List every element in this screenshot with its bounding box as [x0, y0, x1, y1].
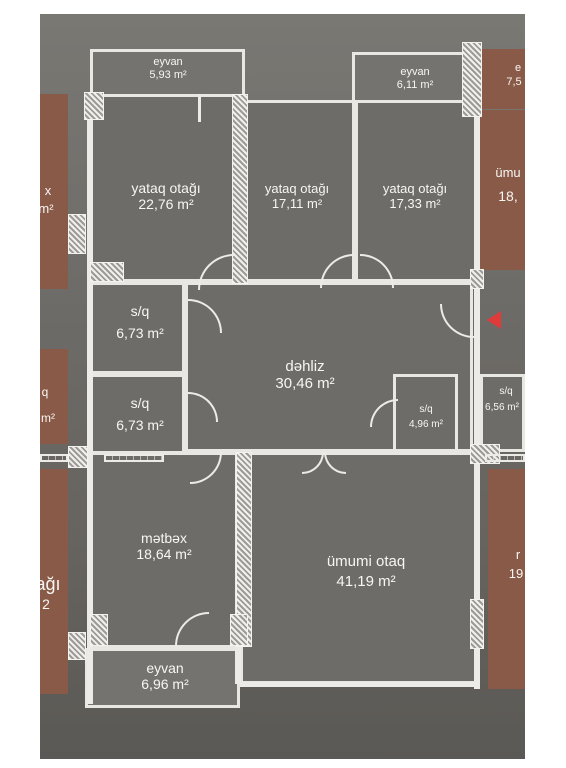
room-area: 6,96 m²: [141, 676, 189, 693]
room-name: eyvan: [146, 660, 184, 676]
room-area: 22,76 m²: [138, 196, 194, 213]
room-area: 30,46 m²: [275, 375, 335, 393]
room-label: mətbəx 18,64 m²: [136, 530, 191, 562]
room-name: eyvan: [153, 56, 183, 68]
neighbor-label-fragment: r: [515, 547, 521, 562]
neighbor-label-fragment: 7,5: [506, 76, 522, 88]
room-label: ümumi otaq 41,19 m²: [327, 552, 405, 593]
room-label: yataq otağı 22,76 m²: [131, 180, 200, 212]
room-label: yataq otağı 17,33 m²: [382, 181, 448, 212]
column: [462, 42, 482, 117]
neighbor-label-fragment: 19: [508, 566, 524, 581]
outer-wall-right: [474, 49, 480, 689]
room-name: mətbəx: [141, 530, 187, 546]
neighbor-label-fragment: 2: [42, 596, 50, 612]
room-label: eyvan 6,11 m²: [397, 66, 433, 91]
neighbor-right-top: [480, 49, 525, 109]
column: [90, 614, 108, 646]
neighbor-label-fragment: e: [514, 62, 522, 74]
room-area: 17,33 m²: [389, 195, 441, 211]
neighbor-label-fragment: 18,: [498, 188, 518, 204]
room-area: 6,11 m²: [396, 78, 434, 91]
room-name: s/q: [130, 395, 150, 411]
neighbor-left-mid: [40, 349, 68, 444]
column: [84, 92, 104, 120]
room-bathroom-neighbor: [480, 374, 525, 452]
column: [232, 94, 248, 284]
room-area: 17,11 m²: [271, 195, 323, 211]
room-name: dəhliz: [285, 358, 325, 375]
neighbor-left-bottom: [40, 469, 68, 694]
room-name: yataq otağı: [264, 181, 330, 196]
room-label: yataq otağı 17,11 m²: [264, 181, 330, 212]
outer-wall-bottom: [240, 682, 480, 687]
floor-plan-photo: eyvan 5,93 m² eyvan 6,11 m² yataq otağı …: [40, 14, 525, 759]
room-name: s/q: [130, 303, 150, 319]
outer-wall-left: [87, 94, 93, 704]
neighbor-label-fragment: m²: [41, 411, 55, 425]
room-area: 41,19 m²: [336, 573, 396, 591]
neighbor-label-fragment: s/q: [499, 386, 513, 397]
room-area: 5,93 m²: [149, 68, 187, 81]
neighbor-label-fragment: ümu: [495, 165, 521, 180]
window: [104, 454, 164, 462]
neighbor-right-lower: [488, 469, 525, 689]
neighbor-right-upper: [480, 110, 525, 270]
column: [470, 269, 484, 289]
neighbor-label-fragment: q: [41, 385, 49, 399]
room-name: yataq otağı: [131, 180, 201, 196]
column: [68, 214, 86, 254]
room-label: eyvan 5,93 m²: [149, 56, 186, 81]
room-name: s/q: [419, 404, 433, 415]
room-label: s/q 4,96 m²: [409, 402, 443, 432]
room-name: yataq otağı: [382, 181, 448, 196]
room-label: s/q 6,73 m²: [116, 300, 163, 345]
room-label: dəhliz 30,46 m²: [275, 358, 334, 393]
room-area: 4,96 m²: [409, 419, 443, 430]
column: [90, 262, 124, 282]
window: [40, 454, 68, 462]
column: [470, 599, 484, 649]
neighbor-label-fragment: m²: [40, 201, 54, 216]
room-balcony-bottom: [85, 648, 240, 708]
room-name: eyvan: [400, 66, 430, 78]
room-bathroom-1: [90, 282, 185, 374]
column: [68, 446, 88, 468]
door: [198, 94, 201, 122]
room-area: 6,73 m²: [116, 417, 164, 434]
neighbor-label-fragment: x: [44, 183, 52, 198]
column: [230, 614, 248, 646]
room-label: eyvan 6,96 m²: [141, 660, 188, 692]
room-area: 18,64 m²: [136, 546, 192, 563]
room-area: 6,73 m²: [116, 325, 164, 342]
window: [485, 454, 525, 462]
room-bedroom-2: [238, 100, 355, 282]
neighbor-left-top: [40, 94, 68, 289]
column: [236, 452, 252, 647]
neighbor-label-fragment: ağı: [40, 574, 61, 594]
room-label: s/q 6,73 m²: [116, 392, 163, 437]
room-bathroom-2: [90, 374, 185, 454]
red-arrow-marker: [487, 311, 501, 329]
column: [68, 632, 86, 660]
neighbor-label-fragment: 6,56 m²: [485, 402, 519, 413]
room-name: ümumi otaq: [326, 553, 406, 570]
